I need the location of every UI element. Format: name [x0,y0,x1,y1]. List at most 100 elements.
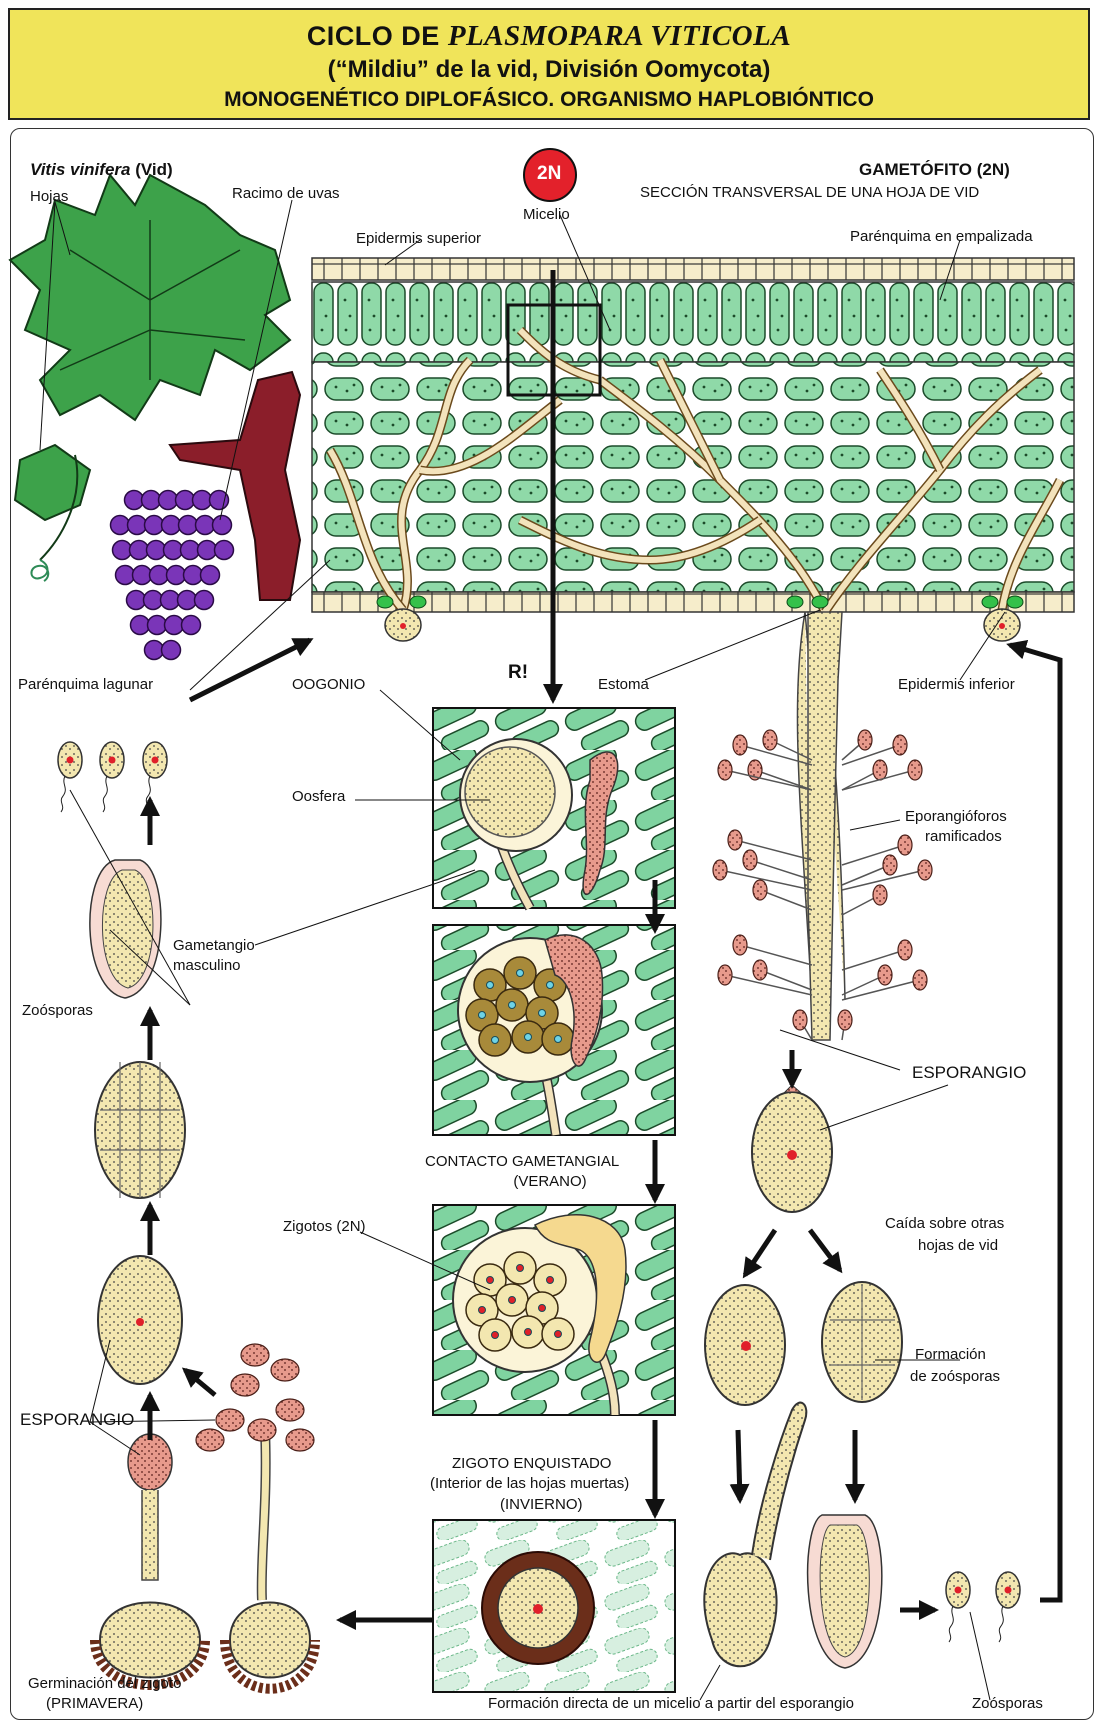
sporangiophore-branch [759,969,813,991]
sporangium [717,964,733,986]
grape [126,514,148,536]
meiosis-mark: R! [508,662,529,683]
sporangium [872,884,888,906]
grape [143,514,165,536]
grape [193,589,215,611]
leader-line [189,559,331,691]
label-contacto-1: CONTACTO GAMETANGIAL [425,1153,620,1170]
sporangium [917,859,933,881]
nucleus [538,1304,546,1312]
flagellum [102,775,108,813]
plant-common-name: (Vid) [135,160,173,179]
leader-line [384,239,421,266]
label-formacion-1: Formación [915,1346,986,1363]
sporangium [727,829,743,851]
grape [131,564,153,586]
grape [177,514,199,536]
sporangium [195,1428,225,1452]
nucleus [508,1296,516,1304]
label-epidermis-inferior: Epidermis inferior [898,676,1015,693]
sporangium [897,834,913,856]
nucleus [478,1306,486,1314]
cycle-arrow [181,1367,217,1397]
ploidy-badge-text: 2N [537,163,562,184]
grape [145,539,167,561]
nucleus [546,1276,554,1284]
panel-oogonium [432,707,676,911]
sporangiophore-branch [841,769,916,791]
label-formacion-2: de zoósporas [910,1368,1001,1385]
zoospore-nucleus [151,756,159,764]
label-caida-2: hojas de vid [918,1237,999,1254]
sporangium [747,759,763,781]
label-parenquima-lagunar: Parénquima lagunar [18,676,154,693]
grape [125,589,147,611]
leader-line [959,611,1006,681]
sporangium [215,1408,245,1432]
label-racimo: Racimo de uvas [232,185,340,202]
grape [143,639,165,661]
grape [179,539,201,561]
flagellum [60,775,66,813]
label-gametangio-2: masculino [173,957,241,974]
label-germinacion-1: Germinación del zigoto [28,1675,182,1692]
label-esporangio-left: ESPORANGIO [20,1410,135,1429]
sporangium [837,1009,853,1031]
sporangiophore-branch [739,744,813,766]
antheridium [582,751,619,896]
asexual-column [703,1084,1021,1669]
grape [111,539,133,561]
leader-line [69,789,191,1006]
nucleus [546,981,554,989]
sporangium [762,729,778,751]
grape [123,489,145,511]
germination-column [57,741,320,1694]
leader-line [89,1419,216,1423]
infection-vesicles [384,608,1021,642]
leader-line [939,239,961,301]
nucleus [486,1276,494,1284]
sporangium [877,964,893,986]
grape [109,514,131,536]
hypha-core [327,448,406,612]
label-eporangioforos-1: Eporangióforos [905,808,1007,825]
label-epidermis-superior: Epidermis superior [356,230,482,247]
flagellum [998,1605,1004,1643]
vine-plant [8,173,302,661]
panel-zygotes [432,1204,676,1416]
sporangium [270,1358,300,1382]
plant-title: Vitis vinifera (Vid) [30,160,173,180]
hypha-core [657,358,723,482]
leader-line [219,199,293,521]
label-eporangioforos-2: ramificados [925,828,1002,845]
sporangiophore-branch [841,979,921,1001]
sporangium [285,1428,315,1452]
hypha-core [398,357,473,611]
leader-line [969,1611,991,1701]
nucleus [516,969,524,977]
cycle-arrow [1006,640,1063,1603]
sporangium [742,849,758,871]
grape [142,589,164,611]
sporangium [752,879,768,901]
zoospore-nucleus [1004,1586,1012,1594]
mycelium-hyphae [326,326,1065,615]
leader-line [849,819,901,831]
sporangium [892,734,908,756]
cycle-arrow [742,1228,778,1279]
nucleus [554,1035,562,1043]
leader-line [699,1664,721,1701]
sporangiophore-branch [841,844,906,866]
grape [128,539,150,561]
sporangium [857,729,873,751]
sporangium [230,1373,260,1397]
leader-line [379,689,461,761]
sporangiophore-branch [841,864,891,886]
label-caida-1: Caída sobre otras [885,1215,1005,1232]
label-formacion-directa: Formación directa de un micelio a partir… [488,1695,855,1712]
stomata [376,595,1024,609]
nucleus [516,1264,524,1272]
sporangiophore-branch [739,944,813,966]
label-zoosporas-right: Zoósporas [972,1695,1043,1712]
leader-line [109,929,191,1006]
